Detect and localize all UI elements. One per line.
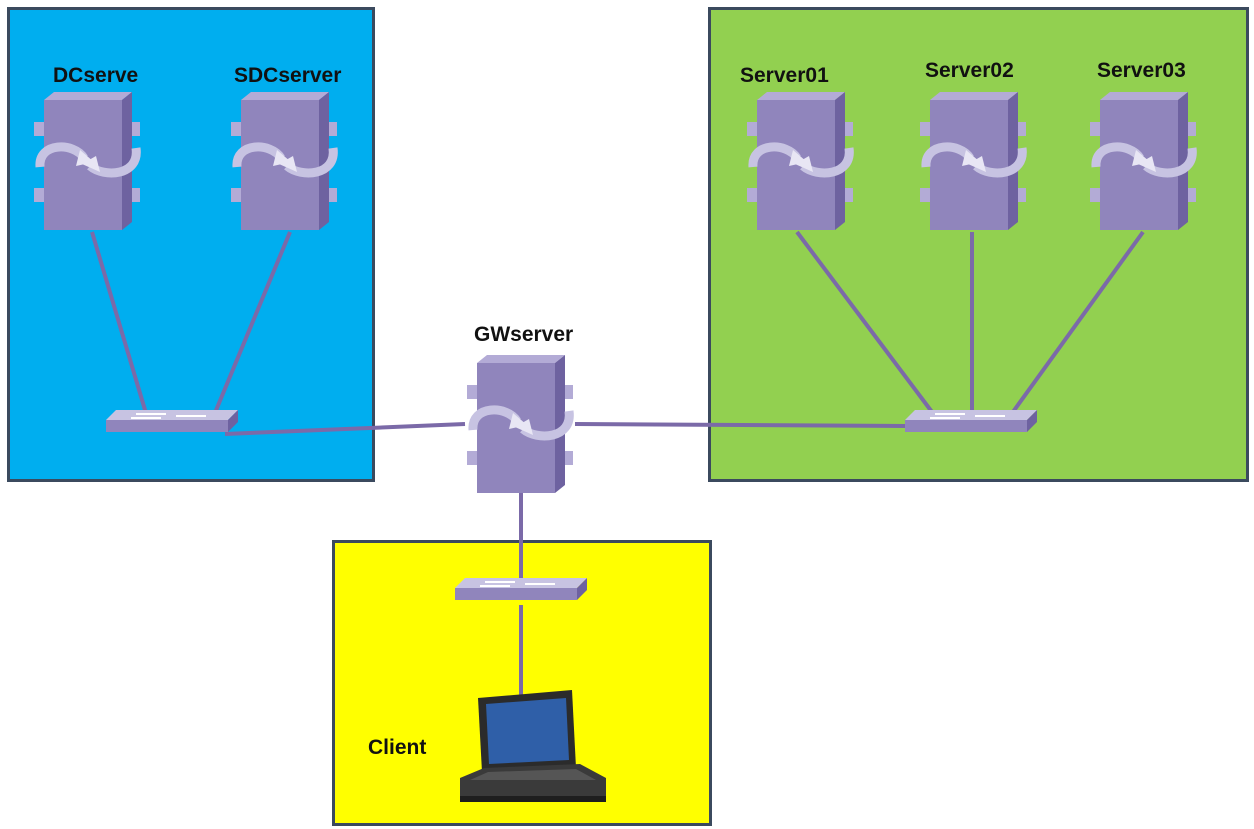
server02-icon [920, 92, 1026, 230]
server-switch-icon [904, 409, 1038, 433]
link-s03-switch [1008, 230, 1145, 418]
server03-label: Server03 [1097, 59, 1186, 82]
laptop-icon [460, 690, 606, 802]
sdc-server-label: SDCserver [234, 64, 342, 87]
dc-zone [7, 7, 375, 482]
link-sdc-switch [210, 231, 292, 421]
gw-server-label: GWserver [474, 323, 574, 346]
client-label: Client [368, 736, 427, 759]
sdc-server-icon [231, 92, 337, 230]
servers-zone [708, 7, 1249, 482]
gw-server-icon [467, 355, 573, 493]
client-switch-icon [454, 577, 588, 601]
server02-label: Server02 [925, 59, 1014, 82]
links [90, 230, 1145, 697]
server03-icon [1090, 92, 1196, 230]
link-gw-serverswitch [574, 422, 906, 428]
dc-server-label: DCserve [53, 64, 139, 87]
link-dcswitch-gw [224, 422, 466, 436]
server01-icon [747, 92, 853, 230]
server01-label: Server01 [740, 64, 829, 87]
link-dc-switch [90, 231, 150, 421]
dc-server-icon [34, 92, 140, 230]
dc-switch-icon [105, 409, 239, 433]
link-s01-switch [795, 230, 937, 418]
